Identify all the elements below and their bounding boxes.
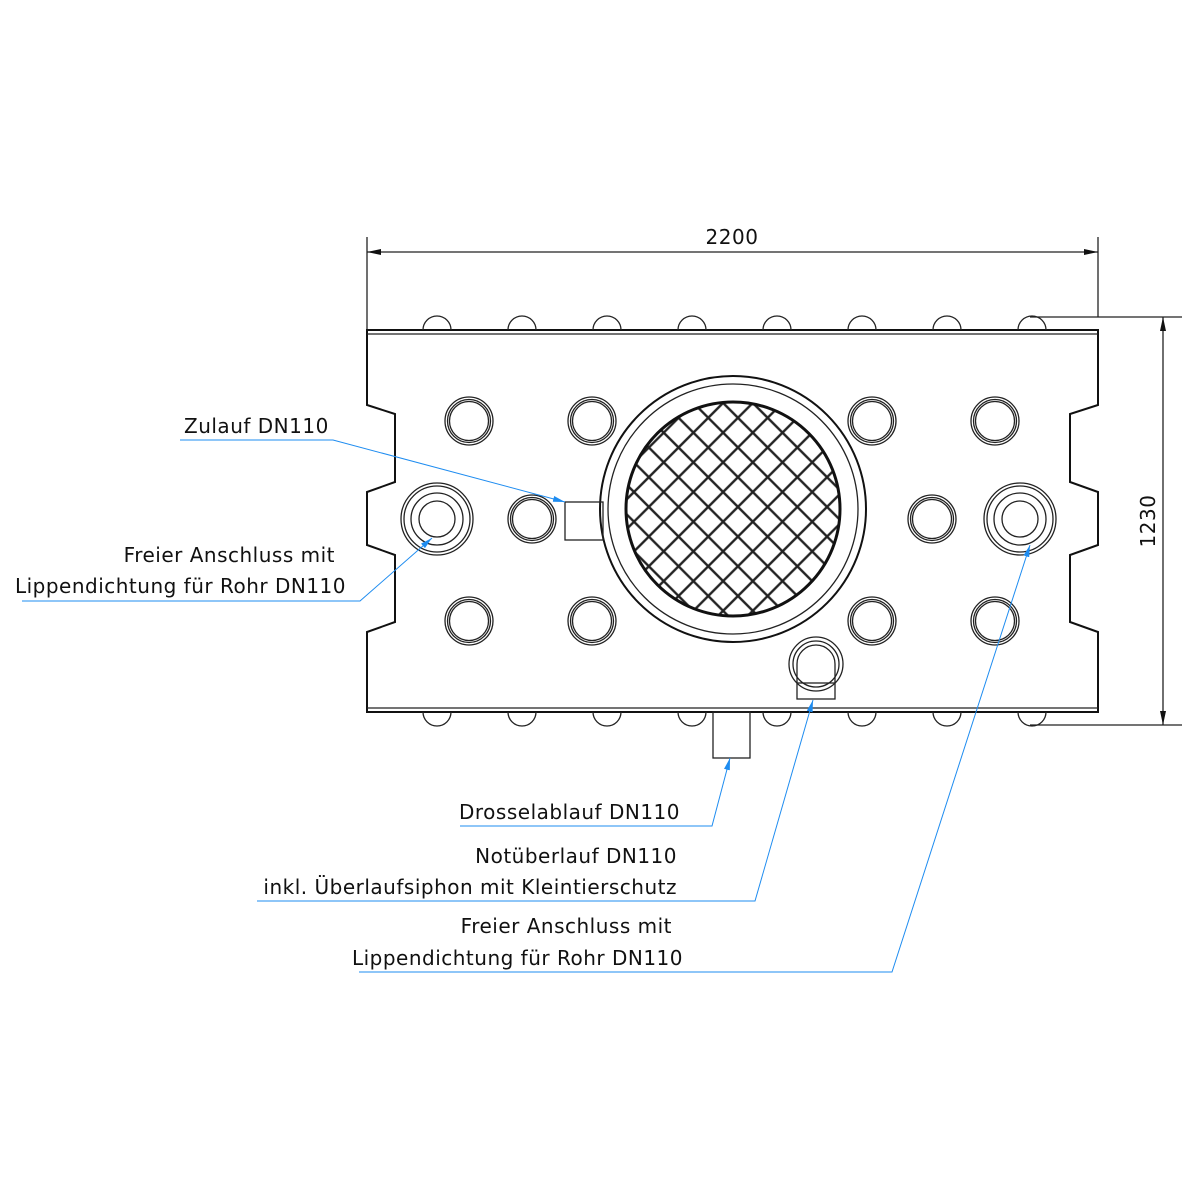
filter-shaft: [599, 375, 867, 643]
hole: [444, 596, 494, 646]
hole-pattern: [444, 396, 1020, 646]
label-freier-left-2: Lippendichtung für Rohr DN110: [15, 574, 346, 598]
top-bump: [507, 315, 537, 331]
hole: [567, 596, 617, 646]
bottom-bump: [1017, 711, 1047, 727]
connector-right: [983, 482, 1057, 556]
leader-drossel: Drosselablauf DN110: [459, 757, 731, 827]
hole: [847, 396, 897, 446]
hole: [847, 596, 897, 646]
bottom-bump: [932, 711, 962, 727]
dimension-height: 1230: [1030, 316, 1182, 726]
label-drossel: Drosselablauf DN110: [459, 800, 680, 824]
hole: [907, 494, 957, 544]
top-bump: [1017, 315, 1047, 331]
label-zulauf: Zulauf DN110: [184, 414, 329, 438]
bottom-bump: [422, 711, 452, 727]
bottom-bump: [847, 711, 877, 727]
inlet-pipe: [564, 501, 604, 541]
leader-zulauf: Zulauf DN110: [180, 414, 566, 503]
height-label: 1230: [1136, 495, 1160, 548]
dimension-width: 2200: [366, 225, 1099, 330]
label-freier-right-2: Lippendichtung für Rohr DN110: [352, 946, 683, 970]
hole: [444, 396, 494, 446]
hole: [567, 396, 617, 446]
top-bump: [677, 315, 707, 331]
leader-freier-left: Freier Anschluss mit Lippendichtung für …: [15, 537, 433, 602]
leader-freier-right: Freier Anschluss mit Lippendichtung für …: [352, 544, 1031, 973]
label-freier-right-1: Freier Anschluss mit: [461, 914, 672, 938]
hole: [970, 396, 1020, 446]
top-bump: [422, 315, 452, 331]
stacking-bumps: [422, 315, 1047, 727]
bottom-bump: [592, 711, 622, 727]
hole: [970, 596, 1020, 646]
hole: [507, 494, 557, 544]
bottom-bump: [507, 711, 537, 727]
label-freier-left-1: Freier Anschluss mit: [124, 543, 335, 567]
bottom-bump: [677, 711, 707, 727]
overflow-siphon: [788, 636, 844, 700]
bottom-bump: [762, 711, 792, 727]
leader-notueberlauf: Notüberlauf DN110 inkl. Überlaufsiphon m…: [257, 699, 814, 902]
top-bump: [592, 315, 622, 331]
label-notueberlauf-2: inkl. Überlaufsiphon mit Kleintierschutz: [263, 875, 677, 899]
throttle-outlet: [712, 711, 751, 759]
top-bump: [932, 315, 962, 331]
top-bump: [847, 315, 877, 331]
tank-body: [366, 315, 1099, 727]
label-notueberlauf-1: Notüberlauf DN110: [475, 844, 677, 868]
width-label: 2200: [706, 225, 759, 249]
top-bump: [762, 315, 792, 331]
connector-left: [400, 482, 474, 556]
